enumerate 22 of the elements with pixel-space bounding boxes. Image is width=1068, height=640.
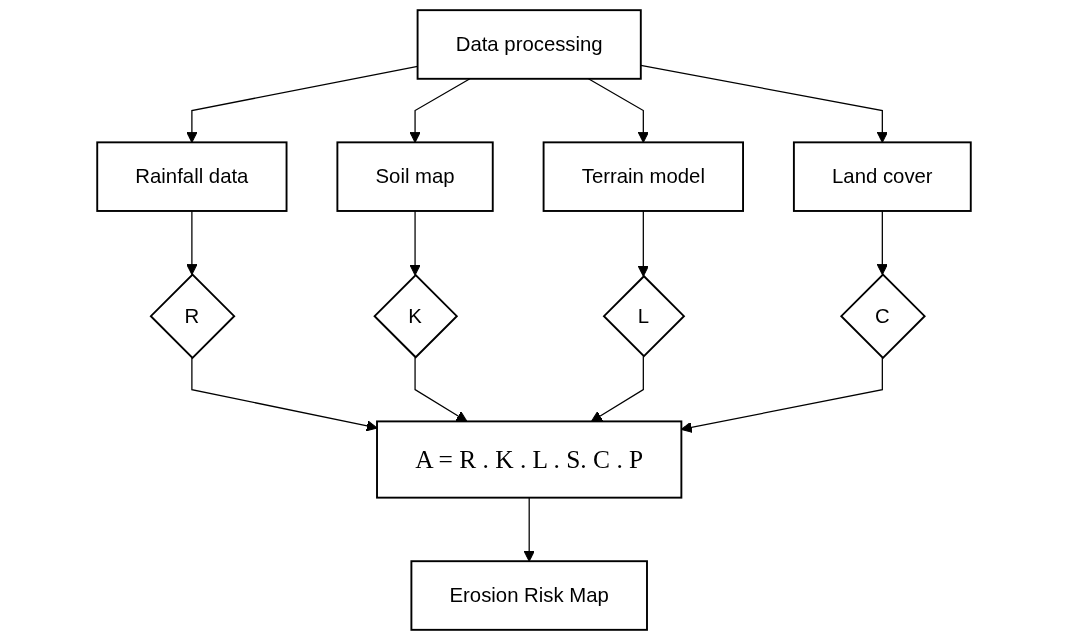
node-diamond: K [373,273,459,359]
node-box: Terrain model [542,141,744,212]
arrow [186,210,198,276]
node-box: Land cover [792,141,972,212]
arrow [409,78,471,143]
node-box: Erosion Risk Map [410,560,648,631]
arrow [414,356,468,422]
arrow [409,210,421,276]
node-diamond: L [602,274,686,358]
arrow [523,497,535,562]
arrow [637,210,649,277]
node-box: Rainfall data [96,141,288,212]
arrow [587,78,649,143]
arrow [640,64,888,143]
node-box: Data processing [416,9,642,80]
arrow [876,210,888,276]
node-box: Soil map [336,141,494,212]
node-diamond: C [839,273,926,360]
arrow [590,355,644,422]
node-diamond: R [149,273,236,360]
arrow [191,357,378,432]
node-box: A = R . K . L . S. C . P [376,420,683,499]
